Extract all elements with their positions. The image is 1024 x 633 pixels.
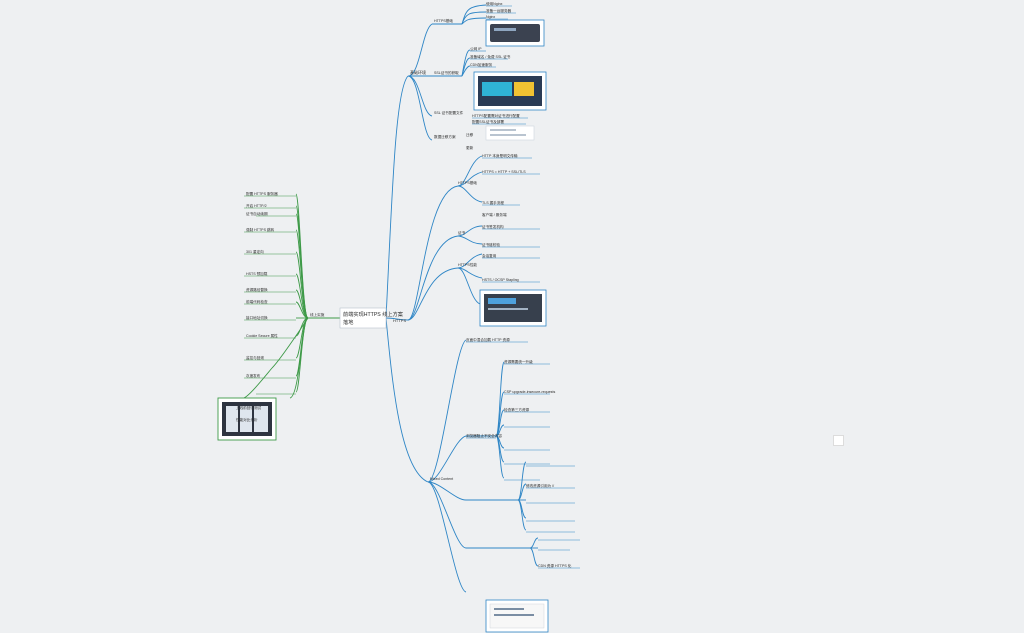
thumb-left[interactable] xyxy=(217,397,277,441)
left-leaf-4[interactable]: 301 重定向 xyxy=(246,249,264,254)
root-label-1: 前端实现HTTPS 线上方案 xyxy=(343,310,404,318)
https-leaf-0-1[interactable]: HTTPS = HTTP + SSL/TLS xyxy=(482,170,526,174)
setup-child-1[interactable]: SSL证书的获取 xyxy=(434,70,459,75)
left-connectors xyxy=(243,193,340,399)
https-child-0[interactable]: HTTPS基础 xyxy=(458,180,477,185)
thumb-5[interactable] xyxy=(485,599,549,633)
left-leaf-3[interactable]: 强制 HTTPS 跳转 xyxy=(246,227,275,232)
left-leaf-0[interactable]: 配置 HTTPS 服务器 xyxy=(246,191,278,196)
issue-leaf-1[interactable]: 浏览器阻止不安全内容 xyxy=(466,433,502,438)
issue-leaf-0[interactable]: 页面中混合加载 HTTP 资源 xyxy=(466,337,510,342)
https-leaf-2-0[interactable]: 会话复用 xyxy=(482,253,497,258)
setup-leaf-1-2[interactable]: CDN加速服务 xyxy=(470,62,493,67)
left-leaf-11[interactable]: 灰度发布 xyxy=(246,373,261,378)
setup-leaf-0-0[interactable]: 使用Nginx xyxy=(486,1,503,6)
left-leaf-1[interactable]: 开启 HTTP/2 xyxy=(246,203,267,208)
https-child-1[interactable]: 证书 xyxy=(458,230,466,235)
left-note-1[interactable]: 性能对比分析 xyxy=(236,417,258,422)
branch-https-label[interactable]: HTTPS xyxy=(393,318,406,323)
https-leaf-1-0[interactable]: 证书签发机构 xyxy=(482,224,504,229)
left-leaf-10[interactable]: 监控与回滚 xyxy=(246,355,264,360)
setup-leaf-2-0[interactable]: HTTPS配置需对证书进行配置 xyxy=(472,113,520,118)
right-connectors xyxy=(385,4,539,593)
root-label-2: 落地 xyxy=(343,318,353,326)
branch-issue-label[interactable]: Mixed Content xyxy=(430,477,453,481)
issue-leaf-4[interactable]: 检查第三方资源 xyxy=(504,407,530,412)
thumb-4[interactable] xyxy=(479,289,547,327)
setup-leaf-3-0[interactable]: 迁移 xyxy=(466,132,474,137)
thumb-1[interactable] xyxy=(485,19,545,47)
branch-setup-label[interactable]: 基础环境 xyxy=(410,69,426,75)
leaf-underlines xyxy=(466,5,580,569)
https-leaf-1-1[interactable]: 证书链校验 xyxy=(482,242,500,247)
setup-leaf-3-1[interactable]: 更新 xyxy=(466,145,474,150)
issue-leaf-3[interactable]: CSP upgrade-insecure-requests xyxy=(504,390,555,394)
https-child-2[interactable]: HTTPS性能 xyxy=(458,262,477,267)
https-leaf-0-3[interactable]: 客户端 / 服务端 xyxy=(482,212,507,217)
left-leaf-8[interactable]: 接口地址切换 xyxy=(246,315,268,320)
left-leaf-9[interactable]: Cookie Secure 属性 xyxy=(246,333,278,338)
setup-leaf-2-1[interactable]: 配置SSL证书及部署 xyxy=(472,119,504,124)
left-leaf-6[interactable]: 资源路径替换 xyxy=(246,287,268,292)
https-leaf-0-0[interactable]: HTTP 本身是明文传输 xyxy=(482,153,518,158)
left-leaf-2[interactable]: 证书自动续期 xyxy=(246,211,268,216)
left-leaf-5[interactable]: HSTS 预加载 xyxy=(246,271,268,276)
root-node[interactable]: 前端实现HTTPS 线上方案 落地 xyxy=(339,307,404,329)
https-leaf-0-2[interactable]: TLS 握手流程 xyxy=(482,200,504,205)
setup-child-2[interactable]: SSL 证书配置文件 xyxy=(434,110,464,115)
setup-leaf-0-1[interactable]: 准备一台服务器 xyxy=(486,8,512,13)
branch-left-label[interactable]: 线上实施 xyxy=(310,312,325,317)
setup-child-3[interactable]: 数据迁移方案 xyxy=(434,134,456,139)
setup-child-0[interactable]: HTTPS基础 xyxy=(434,18,453,23)
setup-leaf-0-2[interactable]: Nginx xyxy=(486,15,495,19)
left-leaf-7[interactable]: 前端代码检查 xyxy=(246,299,268,304)
issue-leaf-2[interactable]: 资源需要统一升级 xyxy=(504,359,533,364)
issue-leaf-6[interactable]: CDN 资源 HTTPS 化 xyxy=(538,563,572,568)
issue-leaf-5[interactable]: 修改资源引用为 // xyxy=(526,483,554,488)
https-leaf-2-1[interactable]: HSTS / OCSP Stapling xyxy=(482,278,519,282)
thumb-3[interactable] xyxy=(485,125,535,141)
selection-handle[interactable] xyxy=(833,435,844,446)
left-note-0[interactable]: 上线前回归测试 xyxy=(236,405,262,410)
thumb-2[interactable] xyxy=(473,71,547,111)
setup-leaf-1-1[interactable]: 准备域名 / 免费 SSL 证书 xyxy=(470,54,511,59)
setup-leaf-1-0[interactable]: 公网 IP xyxy=(470,46,482,51)
